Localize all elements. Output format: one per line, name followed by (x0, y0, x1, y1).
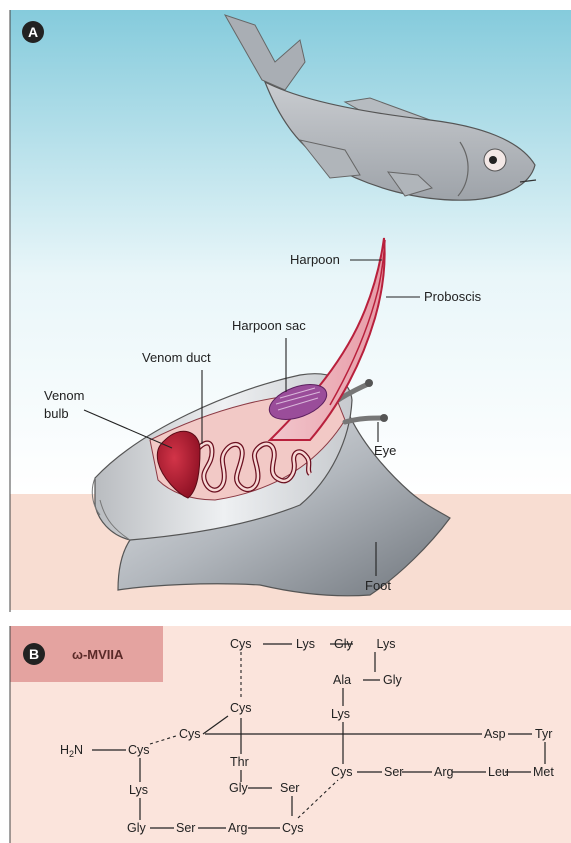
panel-b-letter: B (29, 646, 39, 662)
residue-gly-low: Gly (229, 781, 249, 795)
residue-asp: Asp (484, 727, 506, 741)
label-venom-duct: Venom duct (142, 350, 211, 365)
label-venom-2: bulb (44, 406, 69, 421)
residue-tyr: Tyr (535, 727, 552, 741)
label-foot: Foot (365, 578, 391, 593)
panel-a: A (10, 10, 571, 612)
residue-ser-1: Ser (384, 765, 403, 779)
residue-ala: Ala (333, 673, 351, 687)
residue-cys-b: Cys (230, 701, 252, 715)
residue-cys-top: Cys (230, 637, 252, 651)
fish-pupil (489, 156, 497, 164)
residue-gly-bot: Gly (127, 821, 147, 835)
residue-gly-mid: Gly (383, 673, 403, 687)
label-harpoon: Harpoon (290, 252, 340, 267)
label-eye: Eye (374, 443, 396, 458)
label-proboscis: Proboscis (424, 289, 482, 304)
label-harpoon-sac: Harpoon sac (232, 318, 306, 333)
residue-thr: Thr (230, 755, 249, 769)
residue-arg-bot: Arg (228, 821, 248, 835)
residue-lys-low: Lys (129, 783, 148, 797)
residue-cys-d: Cys (331, 765, 353, 779)
label-venom-1: Venom (44, 388, 84, 403)
residue-lys-top2: Lys (377, 637, 396, 651)
residue-lys-mid: Lys (331, 707, 350, 721)
eye-1 (365, 379, 373, 387)
residue-ser-bot: Ser (176, 821, 195, 835)
panel-b: B ω-MVIIA (10, 626, 571, 843)
residue-cys-bot: Cys (282, 821, 304, 835)
residue-ser-low: Ser (280, 781, 299, 795)
residue-cys-c: Cys (179, 727, 201, 741)
residue-arg-1: Arg (434, 765, 454, 779)
panel-a-letter: A (28, 24, 38, 40)
residue-cys-a: Cys (128, 743, 150, 757)
peptide-name: ω-MVIIA (72, 647, 124, 662)
residue-lys-top: Lys (296, 637, 315, 651)
residue-leu: Leu (488, 765, 509, 779)
eye-2 (380, 414, 388, 422)
residue-met: Met (533, 765, 554, 779)
residue-gly-top: Gly (334, 637, 354, 651)
